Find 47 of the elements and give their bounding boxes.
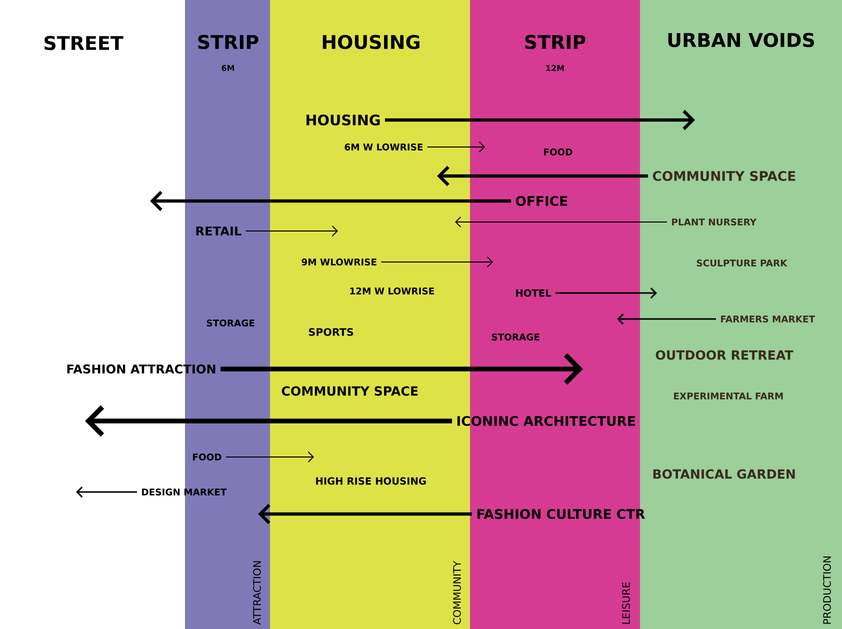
column-heading: URBAN VOIDS: [668, 32, 814, 48]
zone-label: EXPERIMENTAL FARM: [674, 392, 783, 400]
arrow: [617, 313, 716, 325]
zone-label: BOTANICAL GARDEN: [653, 469, 795, 479]
zone-label: HIGH RISE HOUSING: [316, 477, 426, 485]
text-label: HOTEL: [516, 289, 552, 297]
vertical-label: COMMUNITY: [453, 560, 461, 624]
text-label: HOUSING: [306, 114, 380, 126]
text-label: OFFICE: [516, 196, 568, 206]
zone-label: STORAGE: [206, 320, 254, 326]
zone-label: 12M W LOWRISE: [350, 288, 434, 294]
text-label: RETAIL: [196, 226, 242, 236]
arrow: [437, 166, 648, 186]
zone-label: FOOD: [544, 148, 572, 156]
arrow: [385, 110, 695, 130]
arrow: [150, 190, 511, 212]
text-label: 6M W LOWRISE: [344, 144, 423, 150]
zone-label: STORAGE: [492, 334, 540, 340]
vertical-label: ATTRACTION: [253, 561, 261, 625]
zone-label: SCULPTURE PARK: [696, 260, 788, 266]
column-heading: STREET: [44, 36, 124, 50]
arrow: [556, 287, 658, 299]
arrow: [85, 405, 452, 437]
text-label: FARMERS MARKET: [721, 316, 815, 322]
zone-label: SPORTS: [308, 328, 354, 336]
width-label: 6M: [222, 64, 234, 72]
arrow: [76, 486, 137, 498]
vertical-label: LEISURE: [622, 582, 630, 624]
column-heading: STRIP: [525, 34, 586, 50]
arrow: [220, 353, 583, 385]
arrow: [245, 226, 338, 236]
arrow: [380, 256, 493, 268]
text-label: COMMUNITY SPACE: [652, 171, 796, 181]
arrow: [258, 504, 472, 524]
text-label: FOOD: [193, 454, 222, 460]
width-label: 12M: [546, 65, 564, 71]
column-heading: HOUSING: [322, 34, 420, 50]
zone-label: COMMUNITY SPACE: [282, 386, 418, 396]
text-label: PLANT NURSERY: [672, 218, 757, 226]
zone-label: OUTDOOR RETREAT: [656, 350, 794, 360]
arrow: [426, 142, 485, 152]
text-label: FASHION ATTRACTION: [67, 364, 216, 374]
column-heading: STRIP: [198, 34, 258, 50]
text-label: 9M WLOWRISE: [302, 258, 376, 266]
arrow: [225, 452, 314, 462]
arrow: [455, 216, 668, 228]
vertical-label: PRODUCTION: [823, 556, 831, 624]
